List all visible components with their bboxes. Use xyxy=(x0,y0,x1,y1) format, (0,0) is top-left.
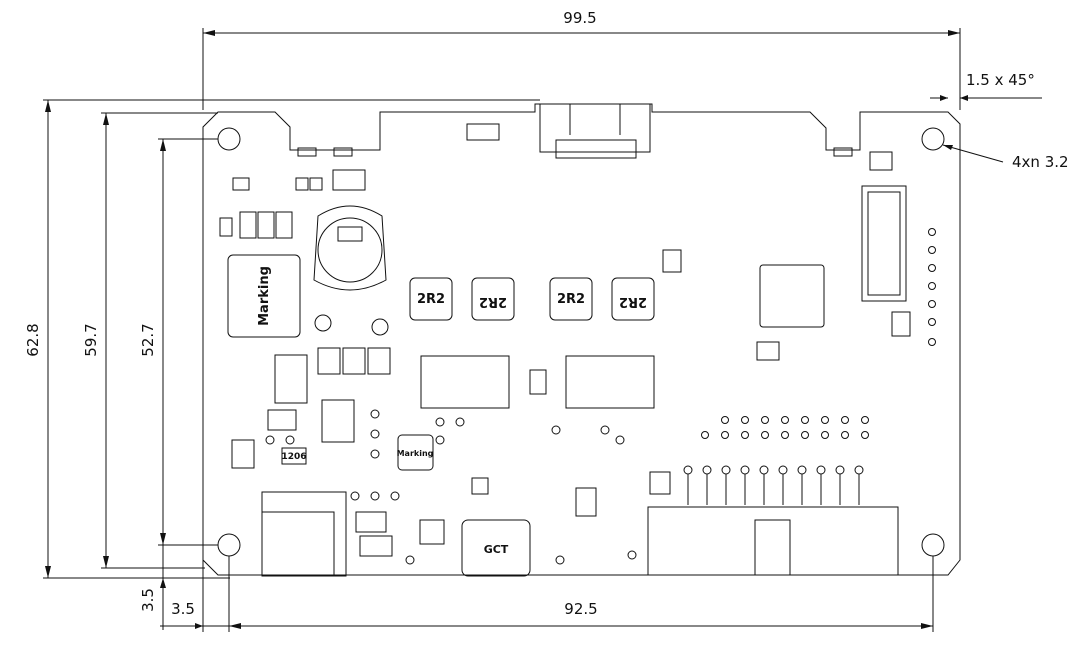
inductor-1 xyxy=(409,277,453,321)
ic-left xyxy=(420,355,510,409)
label-overall-height: 62.8 xyxy=(24,323,42,356)
dim-hole-offset-x xyxy=(160,556,230,632)
pin-header xyxy=(861,185,907,302)
label-board-height: 59.7 xyxy=(82,323,100,356)
label-overall-width: 99.5 xyxy=(563,9,596,27)
ffc-connector xyxy=(539,103,651,159)
inductor-3 xyxy=(549,277,593,321)
dim-overall-width xyxy=(202,28,961,110)
ribbon-connector xyxy=(647,506,899,576)
inductor-2-marking: 2R2 xyxy=(479,294,507,309)
inductor-2 xyxy=(471,277,515,321)
via-grid xyxy=(265,228,936,565)
inductor-small xyxy=(397,434,434,471)
dim-chamfer xyxy=(930,95,1042,101)
inductor-large xyxy=(227,254,301,338)
usb-connector-marking: GCT xyxy=(484,543,509,556)
mounting-hole-top-right xyxy=(921,127,945,151)
label-hole-offset-y: 3.5 xyxy=(139,588,157,612)
dim-hole-spacing-horizontal xyxy=(229,556,934,632)
dim-hole-offset-y xyxy=(160,545,166,630)
ic-right xyxy=(565,355,655,409)
processor xyxy=(759,264,825,328)
connector-pins xyxy=(683,465,864,505)
board-outline xyxy=(202,103,961,576)
inductor-3-marking: 2R2 xyxy=(557,292,585,307)
label-hole-spacing-vertical: 52.7 xyxy=(139,323,157,356)
label-hole-offset-x: 3.5 xyxy=(171,600,195,618)
mounting-hole-bottom-left xyxy=(217,533,241,557)
mounting-hole-top-left xyxy=(217,127,241,151)
inductor-1-marking: 2R2 xyxy=(417,292,445,307)
label-chamfer: 1.5 x 45° xyxy=(966,71,1035,89)
inductor-4-marking: 2R2 xyxy=(619,294,647,309)
label-hole-spacing-horizontal: 92.5 xyxy=(564,600,597,618)
mounting-hole-bottom-right xyxy=(921,533,945,557)
dim-overall-height xyxy=(43,99,540,579)
dim-hole-spacing-vertical xyxy=(158,138,218,546)
inductor-small-marking: Marking xyxy=(397,449,434,458)
dc-jack xyxy=(261,491,347,577)
inductor-4 xyxy=(611,277,655,321)
dim-board-height xyxy=(101,112,218,569)
dim-hole-callout xyxy=(942,144,1004,163)
label-hole-callout: 4xn 3.2 xyxy=(1012,153,1069,171)
inductor-large-marking: Marking xyxy=(257,266,272,326)
resistor-small-marking: 1206 xyxy=(281,452,306,462)
battery-holder xyxy=(313,205,387,291)
usb-c-connector xyxy=(461,519,531,577)
